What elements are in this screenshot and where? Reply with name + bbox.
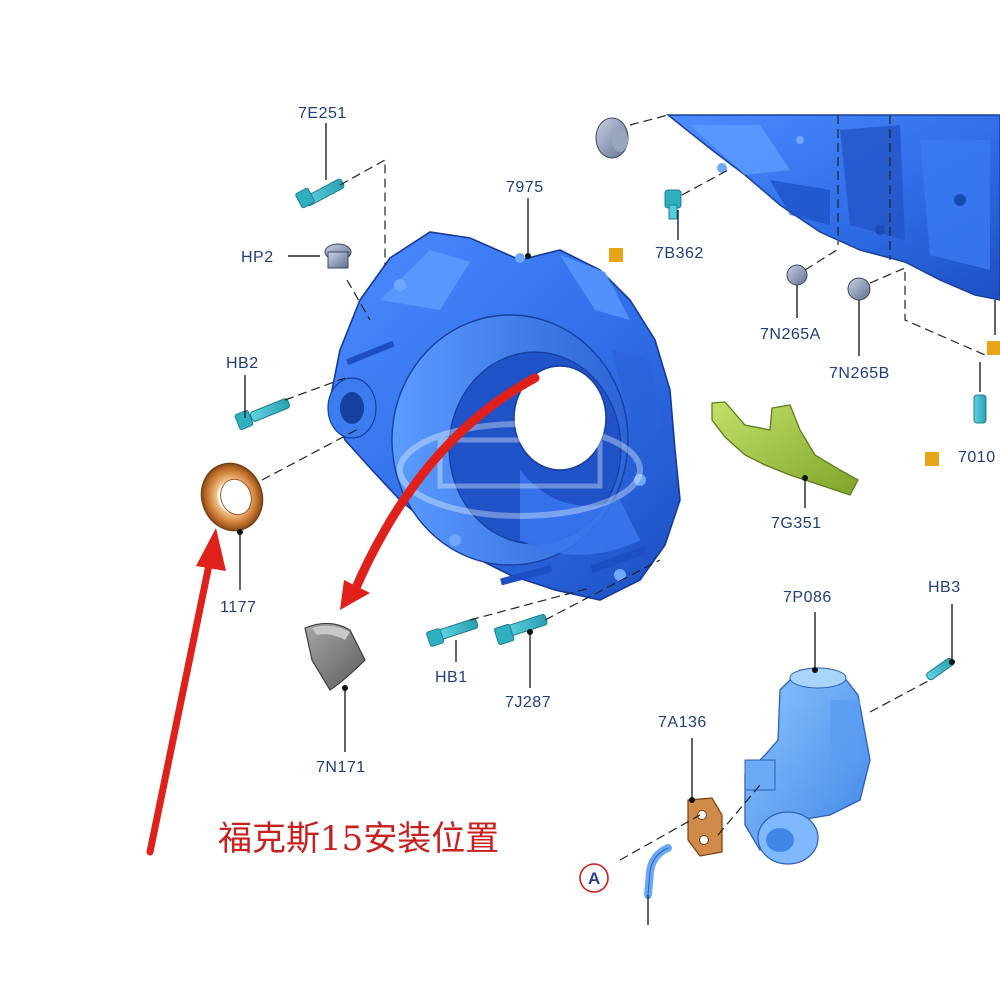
plug-hp2 xyxy=(324,243,352,269)
label-7n265a: 7N265A xyxy=(760,326,821,343)
bell-housing-7975 xyxy=(327,231,681,601)
hose xyxy=(644,844,672,899)
label-7b362: 7B362 xyxy=(655,245,704,262)
actuator-7p086 xyxy=(744,667,871,865)
plug-top-left xyxy=(595,117,629,159)
bolt-top xyxy=(295,178,345,209)
watermark xyxy=(397,421,643,519)
reference-markers xyxy=(609,248,1000,466)
leader-lines xyxy=(237,123,996,925)
gasket-7a136 xyxy=(687,797,723,857)
bolt-7b362 xyxy=(664,189,682,220)
fork-7g351 xyxy=(711,401,859,496)
label-7p086: 7P086 xyxy=(783,589,832,606)
label-hp2: HP2 xyxy=(241,249,274,266)
shield-7n171 xyxy=(304,622,366,691)
label-shield: 7N171 xyxy=(316,759,366,776)
part-labels: 7E251 7975 HP2 HB2 1177 7N171 HB1 7J287 … xyxy=(220,105,996,776)
label-housing: 7975 xyxy=(506,179,544,196)
label-top-cut: 7E251 xyxy=(298,105,347,122)
reference-circle-a: A xyxy=(579,863,609,893)
label-7010: 7010 xyxy=(958,449,996,466)
plug-7n265a xyxy=(786,264,808,286)
label-7g351: 7G351 xyxy=(771,515,822,532)
ref-square-1 xyxy=(609,248,623,262)
label-7a136: 7A136 xyxy=(658,714,707,731)
label-7j287: 7J287 xyxy=(505,694,551,711)
ref-square-3 xyxy=(987,341,1000,355)
red-curved-arrow xyxy=(340,373,540,610)
label-7n265b: 7N265B xyxy=(829,365,890,382)
red-straight-arrow xyxy=(146,528,226,856)
seal-1177 xyxy=(200,462,264,532)
label-hb1: HB1 xyxy=(435,669,468,686)
bolt-hb1 xyxy=(426,618,479,647)
ref-square-2 xyxy=(925,452,939,466)
circle-a-letter: A xyxy=(588,869,600,888)
bolt-hb2 xyxy=(234,398,291,430)
transmission-case xyxy=(665,114,1000,301)
plug-7n265b xyxy=(847,277,871,301)
installation-caption: 福克斯15安装位置 xyxy=(218,819,499,859)
bolt-7010 xyxy=(973,394,987,424)
bolt-7j287 xyxy=(493,614,548,646)
label-hb3: HB3 xyxy=(928,579,961,596)
assembly-lines xyxy=(261,114,986,861)
label-seal: 1177 xyxy=(220,599,256,616)
label-hb2: HB2 xyxy=(226,355,259,372)
